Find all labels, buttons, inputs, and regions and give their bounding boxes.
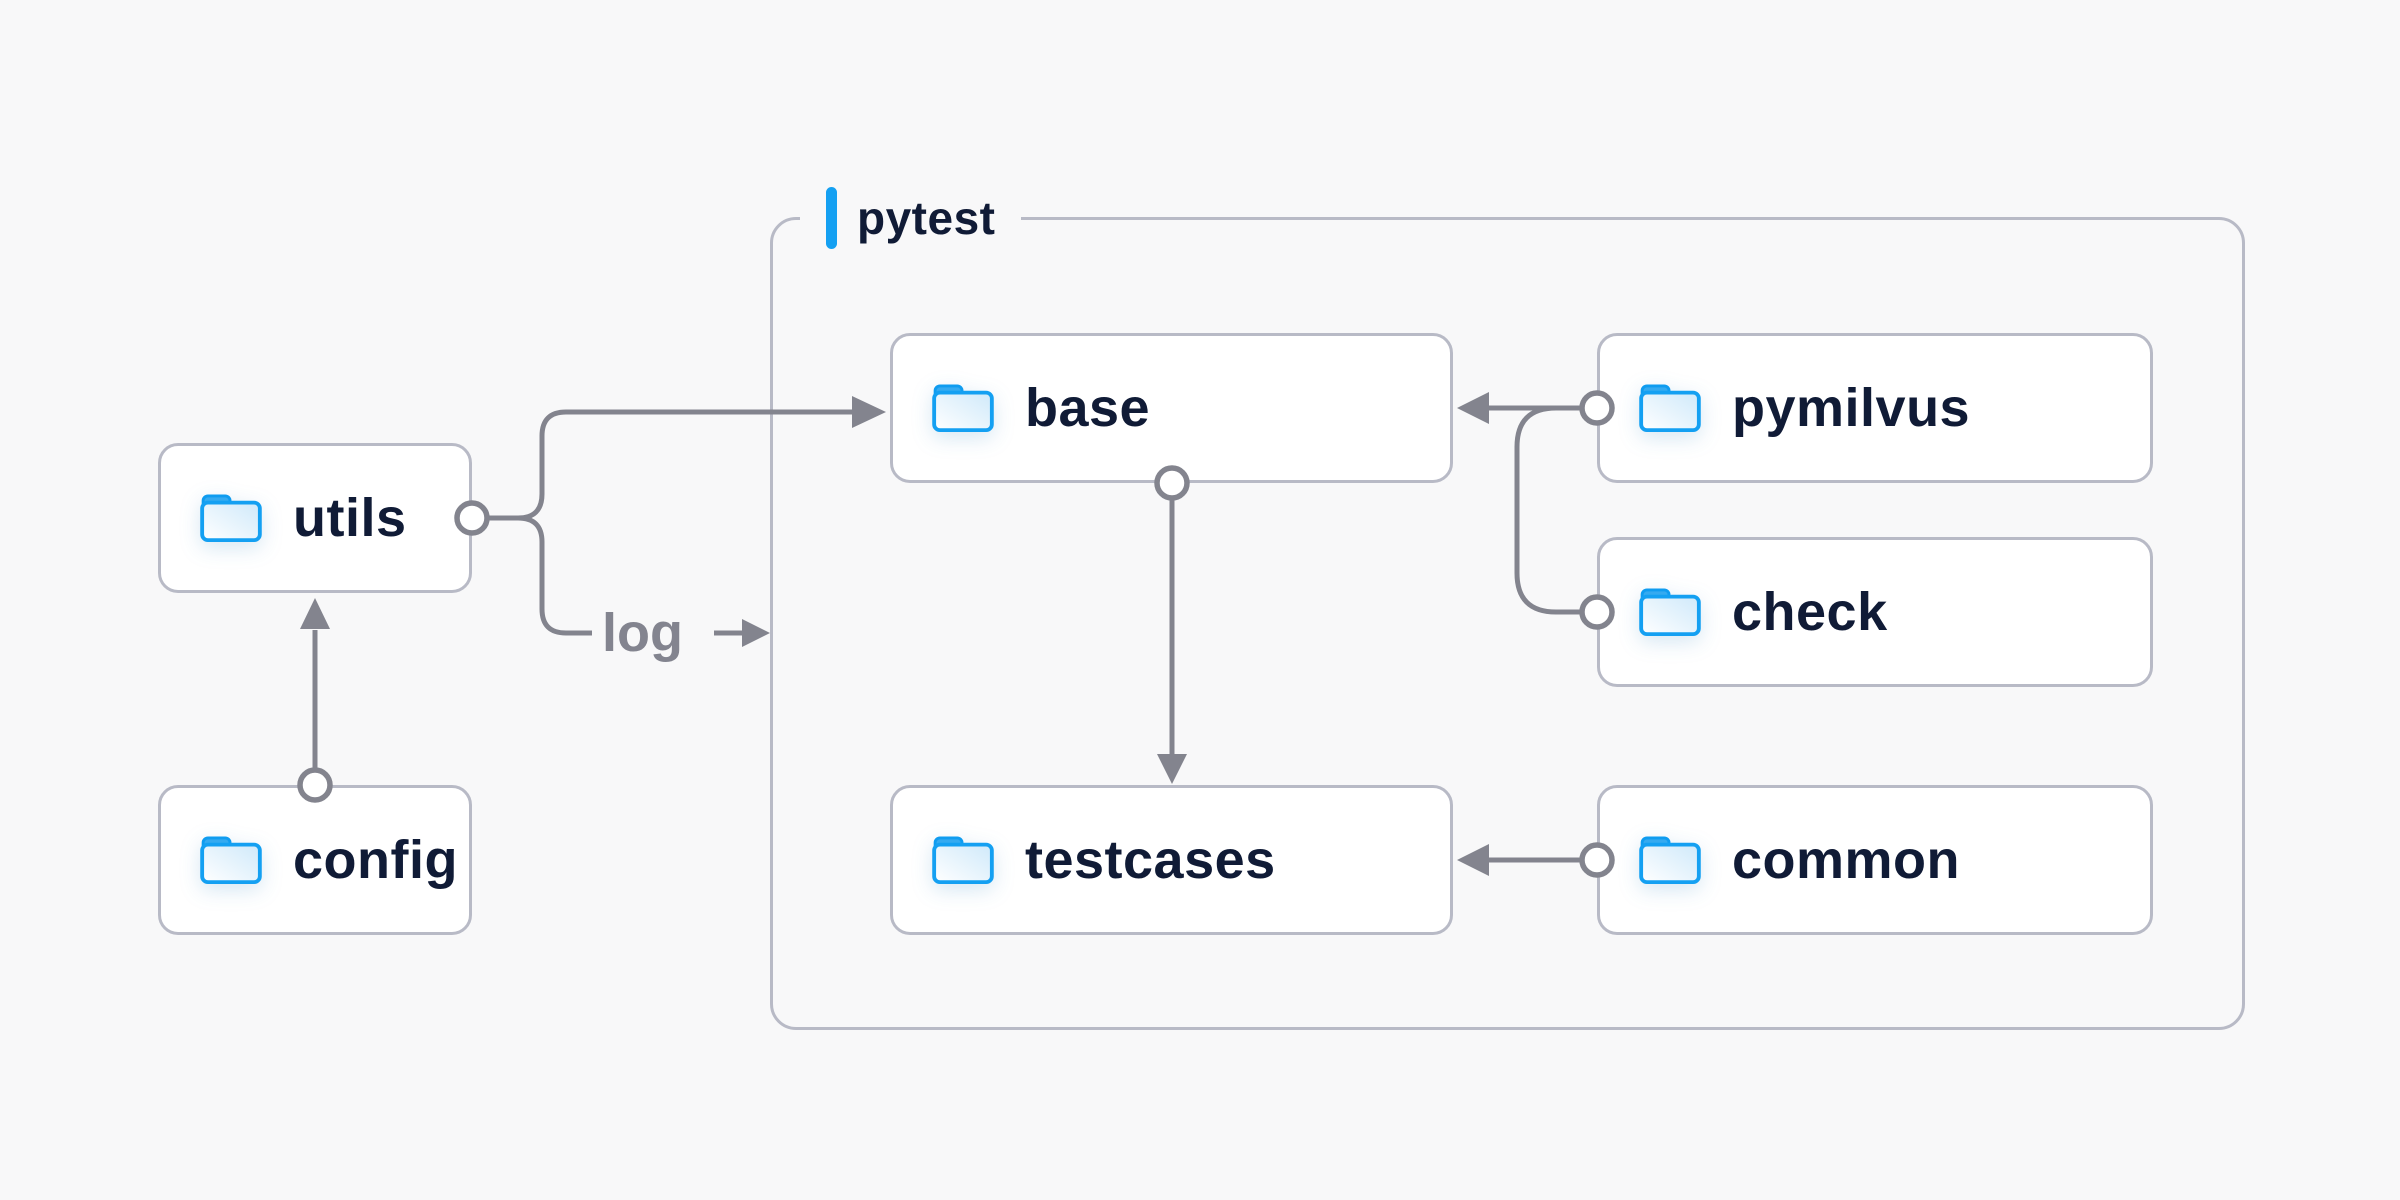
- node-label: utils: [293, 488, 407, 548]
- accent-bar-icon: [826, 187, 837, 249]
- folder-icon: [199, 835, 263, 885]
- node-label: common: [1732, 830, 1961, 890]
- node-check: check: [1597, 537, 2153, 687]
- folder-icon: [1638, 835, 1702, 885]
- node-label: config: [293, 830, 458, 890]
- node-label: check: [1732, 582, 1888, 642]
- node-pymilvus: pymilvus: [1597, 333, 2153, 483]
- node-common: common: [1597, 785, 2153, 935]
- folder-icon: [1638, 587, 1702, 637]
- node-label: base: [1025, 378, 1151, 438]
- container-label: pytest: [857, 192, 996, 244]
- folder-icon: [931, 835, 995, 885]
- edge-utils-log: [487, 515, 592, 636]
- arrowhead-into-utils: [300, 598, 330, 629]
- node-base: base: [890, 333, 1453, 483]
- folder-icon: [199, 493, 263, 543]
- folder-icon: [1638, 383, 1702, 433]
- node-label: testcases: [1025, 830, 1276, 890]
- pytest-container-title: pytest: [800, 186, 1022, 250]
- node-testcases: testcases: [890, 785, 1453, 935]
- node-config: config: [158, 785, 472, 935]
- node-label: pymilvus: [1732, 378, 1971, 438]
- folder-icon: [931, 383, 995, 433]
- edge-label-log: log: [602, 603, 683, 663]
- arrowhead-log: [742, 619, 770, 647]
- node-utils: utils: [158, 443, 472, 593]
- pytest-container: [770, 217, 2245, 1030]
